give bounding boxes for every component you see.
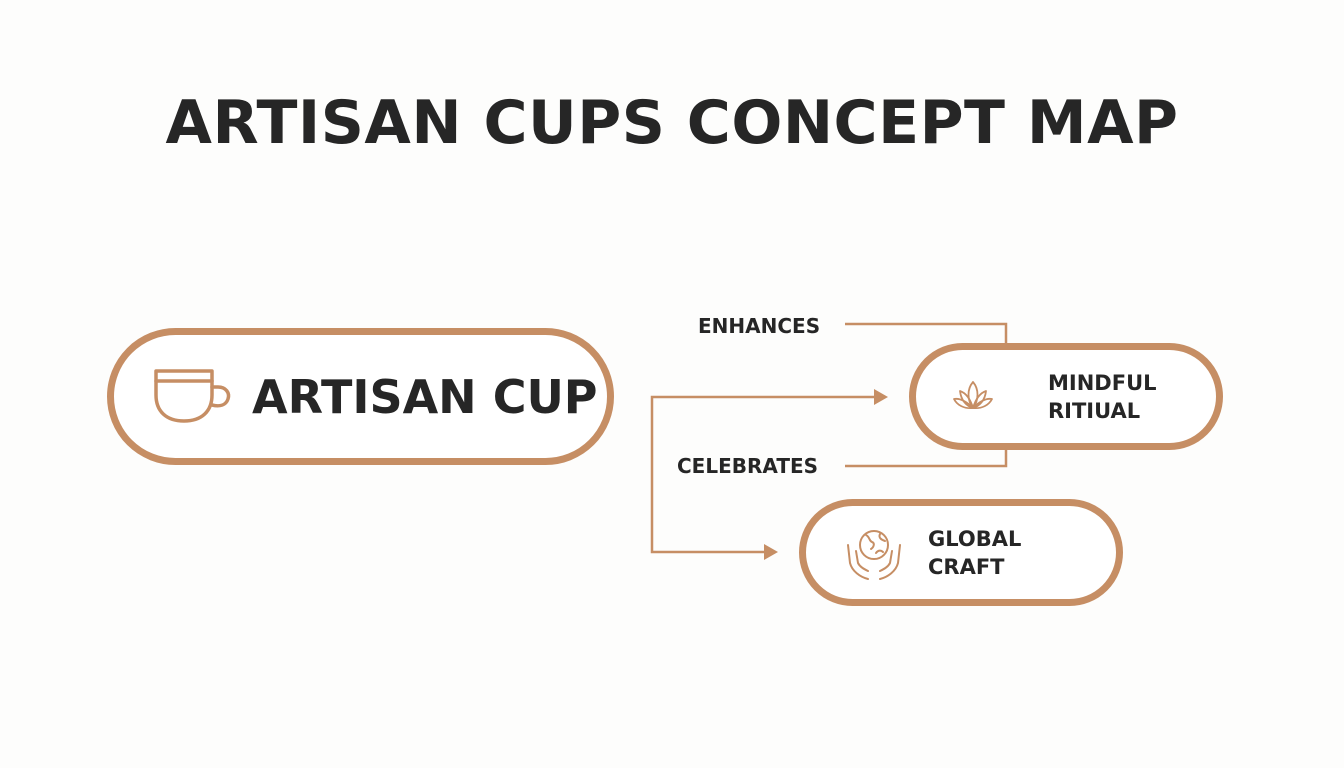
diagram-title: ARTISAN CUPS CONCEPT MAP [165,88,1179,158]
enhances-connector [845,322,1008,343]
node-mindful-ritual[interactable]: MINDFUL RITIUAL [909,343,1223,450]
lotus-icon [953,380,993,409]
node-label: ARTISAN CUP [252,369,598,424]
edge-label-celebrates: CELEBRATES [677,454,819,478]
cup-icon [154,368,231,423]
celebrates-connector [845,450,1008,468]
arrow-to-global [764,544,778,560]
node-global-craft[interactable]: GLOBAL CRAFT [799,499,1123,606]
branch-connector [650,395,885,554]
node-label: GLOBAL CRAFT [928,526,1022,579]
node-artisan-cup[interactable]: ARTISAN CUP [107,328,614,465]
edge-label-enhances: ENHANCES [698,314,821,338]
arrow-to-mindful [874,389,888,405]
node-label: MINDFUL RITIUAL [1048,370,1157,423]
hands-globe-icon [847,529,901,580]
